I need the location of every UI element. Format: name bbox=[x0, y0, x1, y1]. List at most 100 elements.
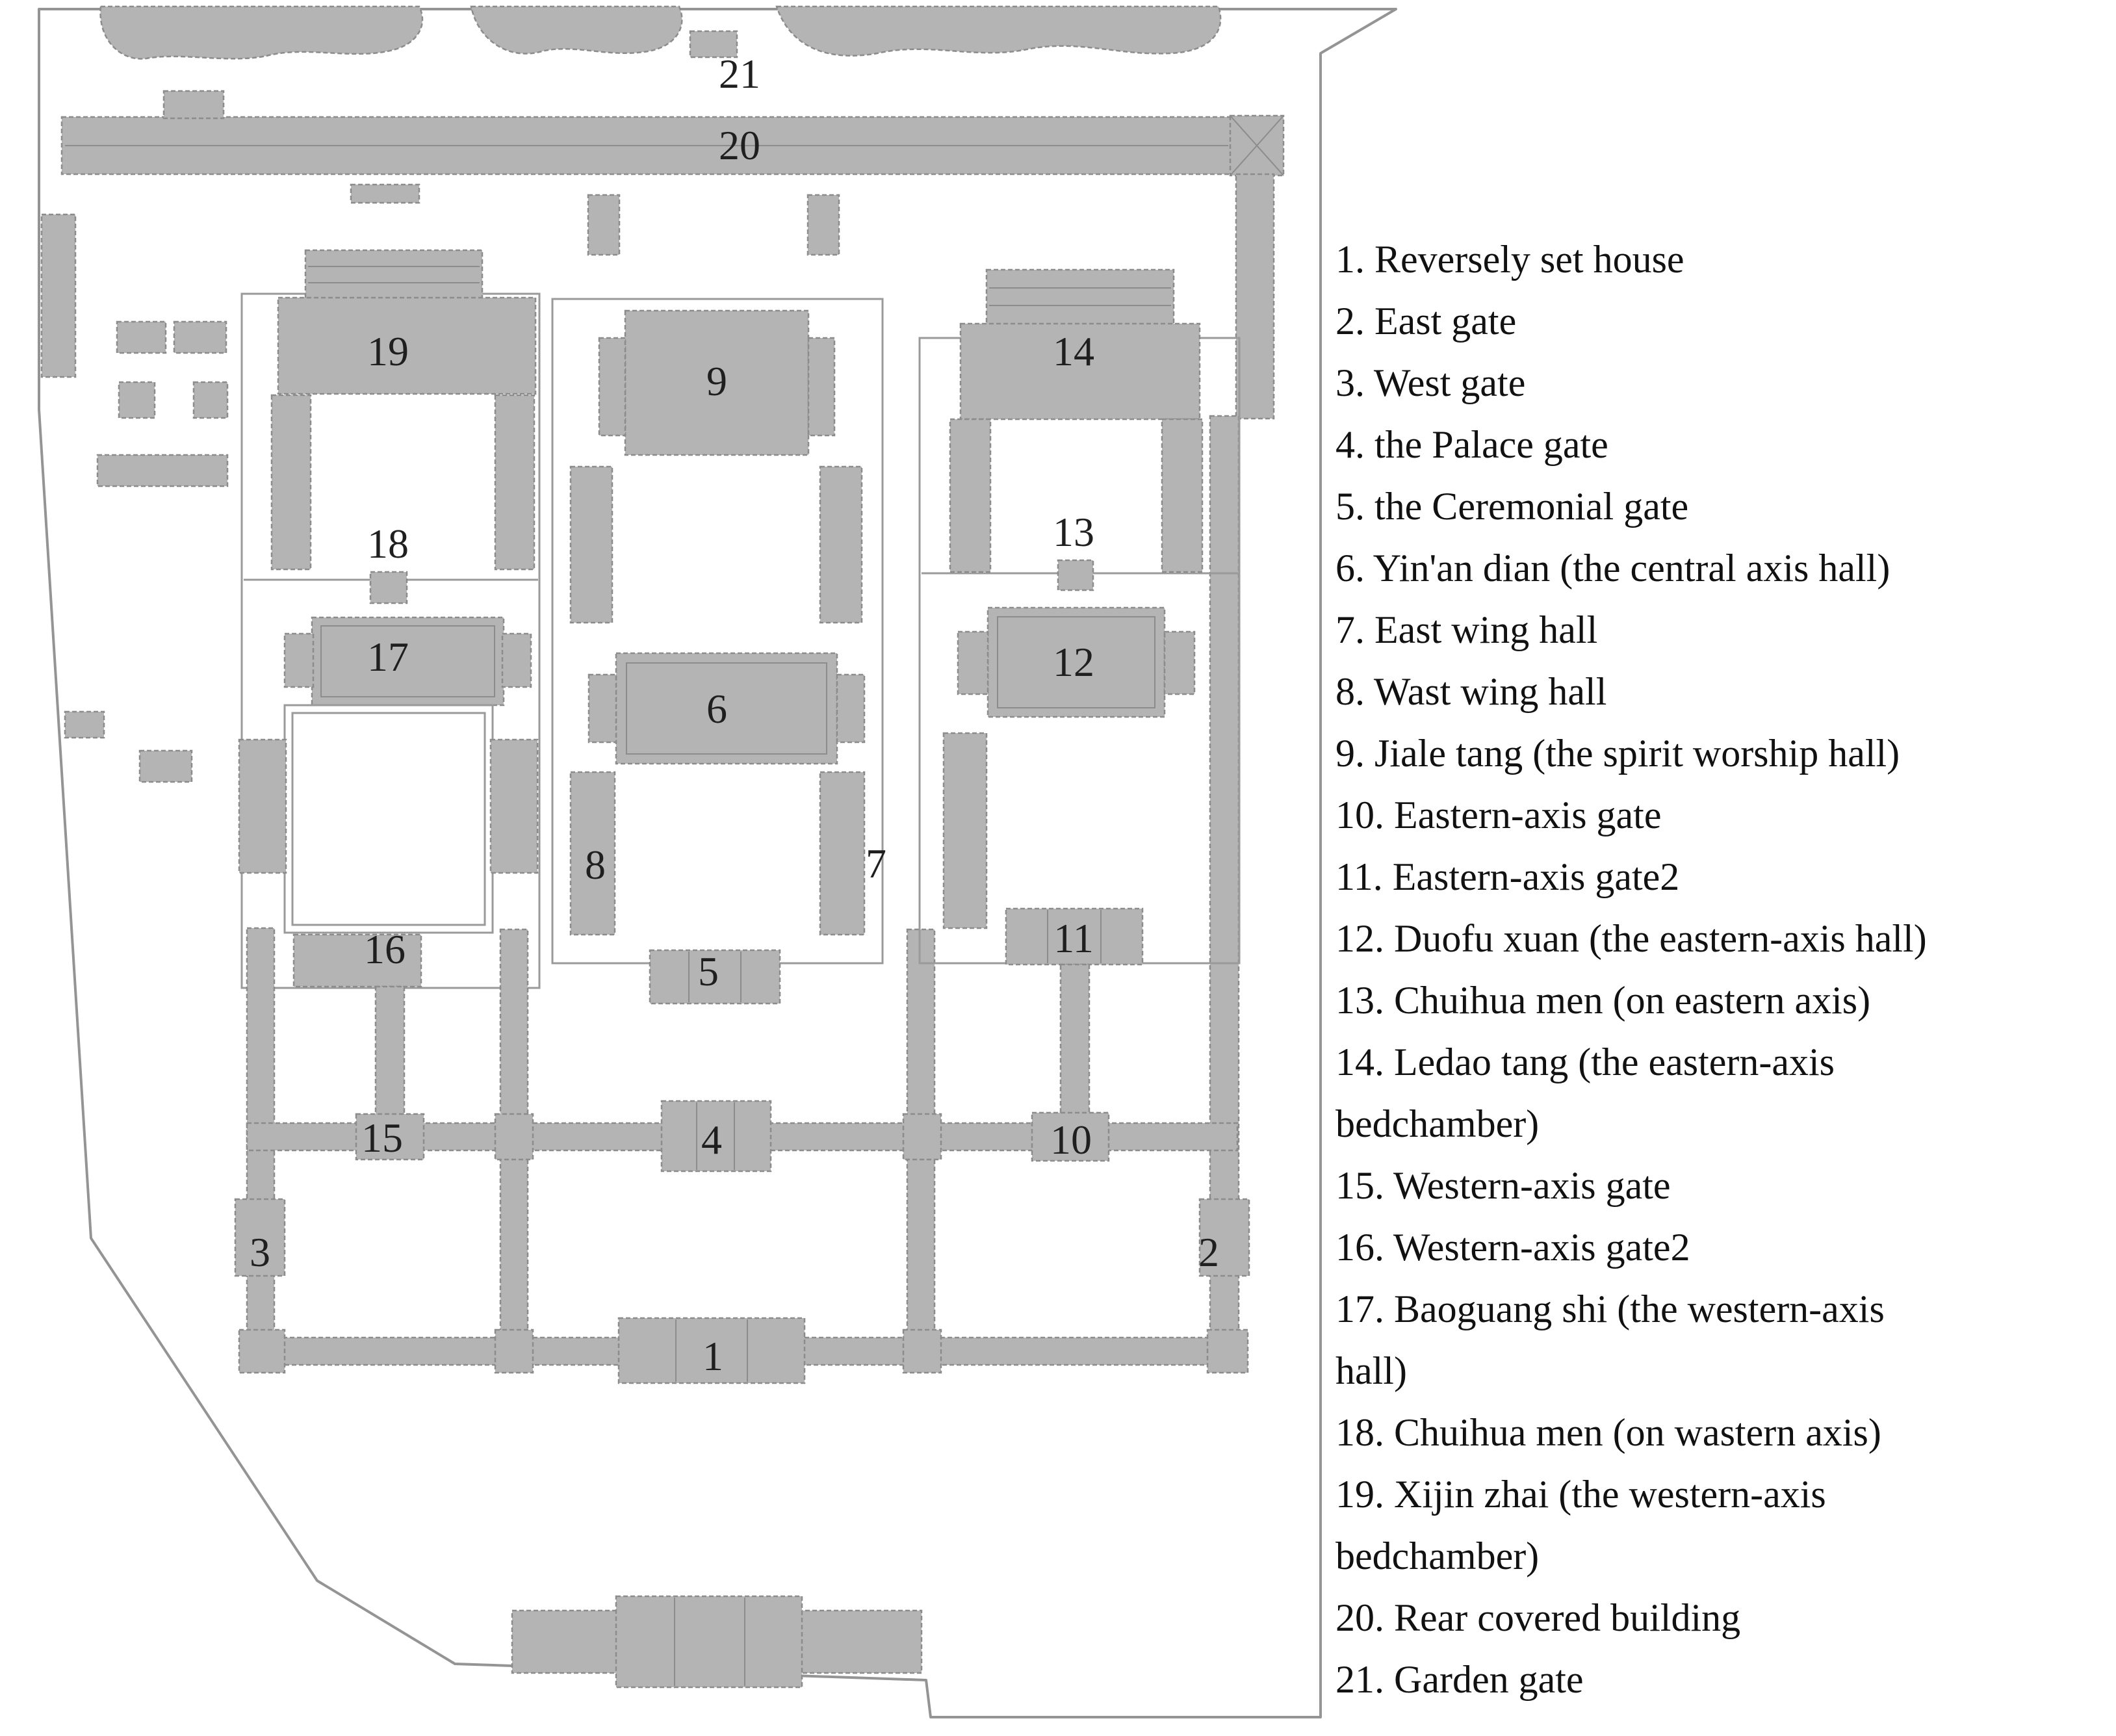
property-boundary bbox=[38, 8, 1397, 1718]
eastern-wing bbox=[949, 418, 992, 573]
western-side-hall bbox=[238, 738, 287, 874]
building-5-ceremonial-gate bbox=[649, 949, 781, 1005]
building-6-side-tab bbox=[587, 673, 617, 744]
legend-line: 13. Chuihua men (on eastern axis) bbox=[1335, 979, 1871, 1022]
building-7-east-wing-hall bbox=[819, 771, 866, 936]
building-9-side-tab bbox=[598, 337, 626, 437]
outbuilding bbox=[138, 749, 193, 783]
legend-line: 9. Jiale tang (the spirit worship hall) bbox=[1335, 732, 1900, 775]
outbuilding bbox=[96, 454, 229, 487]
rockery-shape bbox=[99, 5, 424, 60]
legend-line: hall) bbox=[1335, 1349, 1407, 1392]
western-courtyard bbox=[283, 704, 494, 934]
small-annex bbox=[162, 90, 225, 120]
south-approach-center-block bbox=[615, 1595, 803, 1689]
corner-hip-line bbox=[1230, 115, 1284, 176]
building-8-west-wing-hall bbox=[569, 771, 616, 936]
legend: 1. Reversely set house 2. East gate 3. W… bbox=[1335, 229, 2112, 1711]
building-3-west-gate bbox=[234, 1198, 286, 1277]
central-corridor bbox=[819, 465, 863, 624]
building-17-side-tab bbox=[283, 632, 315, 688]
building-15-western-axis-gate bbox=[355, 1113, 425, 1161]
plan-label-4: 4 bbox=[701, 1117, 722, 1163]
building-12-side-tab bbox=[957, 630, 989, 695]
outbuilding bbox=[192, 381, 229, 419]
western-wing bbox=[270, 394, 312, 571]
wall-junction bbox=[902, 1328, 942, 1374]
small-annex bbox=[806, 194, 840, 256]
building-20-east-wing bbox=[1235, 173, 1275, 420]
western-side-hall bbox=[489, 738, 539, 874]
building-16-western-axis-gate2 bbox=[292, 933, 422, 988]
plan-label-17: 17 bbox=[367, 634, 409, 680]
legend-line: bedchamber) bbox=[1335, 1102, 1540, 1145]
legend-line: 4. the Palace gate bbox=[1335, 423, 1608, 466]
legend-line: 11. Eastern-axis gate2 bbox=[1335, 855, 1680, 898]
floor-plan: 21 20 19 18 17 16 15 3 9 6 8 7 5 4 1 14 … bbox=[38, 5, 1397, 1718]
plan-label-21: 21 bbox=[719, 51, 760, 97]
legend-line: 19. Xijin zhai (the western-axis bbox=[1335, 1473, 1826, 1516]
plan-label-15: 15 bbox=[361, 1115, 403, 1161]
legend-line: 6. Yin'an dian (the central axis hall) bbox=[1335, 547, 1890, 589]
wall-junction bbox=[494, 1328, 534, 1374]
building-4-palace-gate bbox=[660, 1100, 772, 1172]
outbuilding bbox=[116, 320, 167, 354]
legend-line: 7. East wing hall bbox=[1335, 608, 1598, 651]
plan-label-20: 20 bbox=[719, 122, 760, 168]
wall-junction bbox=[238, 1328, 286, 1374]
building-12-duofu-xuan bbox=[987, 606, 1166, 718]
building-17-baoguang-shi bbox=[311, 616, 505, 706]
legend-line: 8. Wast wing hall bbox=[1335, 670, 1607, 713]
building-6-side-tab bbox=[836, 673, 866, 744]
rockery-shape bbox=[775, 5, 1222, 57]
wall-junction bbox=[1206, 1328, 1249, 1374]
corridor bbox=[374, 985, 406, 1126]
plan-label-7: 7 bbox=[866, 840, 886, 887]
legend-line: 5. the Ceremonial gate bbox=[1335, 485, 1689, 528]
legend-line: 20. Rear covered building bbox=[1335, 1596, 1741, 1639]
plan-label-6: 6 bbox=[706, 686, 727, 732]
building-17-side-tab bbox=[501, 632, 532, 688]
legend-line: bedchamber) bbox=[1335, 1535, 1540, 1577]
building-21-garden-gate bbox=[689, 30, 738, 58]
plan-label-5: 5 bbox=[698, 948, 719, 994]
legend-line: 10. Eastern-axis gate bbox=[1335, 794, 1662, 836]
western-courtyard-inner bbox=[291, 712, 486, 926]
legend-line: 3. West gate bbox=[1335, 361, 1526, 404]
building-13-chuihua-men-east bbox=[1057, 559, 1094, 591]
plan-label-10: 10 bbox=[1050, 1117, 1092, 1163]
plan-label-2: 2 bbox=[1198, 1229, 1219, 1275]
legend-line: 17. Baoguang shi (the western-axis bbox=[1335, 1288, 1885, 1330]
outbuilding bbox=[173, 320, 227, 354]
plan-label-18: 18 bbox=[367, 521, 409, 567]
plan-label-11: 11 bbox=[1053, 915, 1094, 961]
small-annex bbox=[587, 194, 621, 256]
outbuilding bbox=[64, 710, 105, 739]
legend-line: 15. Western-axis gate bbox=[1335, 1164, 1671, 1207]
wall-junction bbox=[902, 1113, 942, 1161]
legend-line: 21. Garden gate bbox=[1335, 1658, 1584, 1701]
building-10-eastern-axis-gate bbox=[1031, 1111, 1110, 1162]
building-14-ledao-tang bbox=[959, 322, 1201, 421]
outbuilding bbox=[118, 381, 156, 419]
outbuilding bbox=[40, 213, 77, 378]
eastern-side-hall bbox=[942, 732, 988, 929]
plan-label-12: 12 bbox=[1053, 639, 1094, 685]
plan-label-1: 1 bbox=[703, 1333, 723, 1379]
legend-line: 16. Western-axis gate2 bbox=[1335, 1226, 1690, 1269]
building-1-reversely-set-house bbox=[617, 1317, 806, 1384]
eastern-wing bbox=[1161, 418, 1204, 573]
legend-line: 1. Reversely set house bbox=[1335, 238, 1684, 281]
legend-line: 12. Duofu xuan (the eastern-axis hall) bbox=[1335, 917, 1927, 960]
wall-junction bbox=[494, 1113, 534, 1161]
legend-line: 2. East gate bbox=[1335, 300, 1517, 343]
plan-label-8: 8 bbox=[585, 842, 606, 888]
building-12-side-tab bbox=[1163, 630, 1196, 695]
small-annex bbox=[350, 183, 420, 204]
building-2-east-gate bbox=[1198, 1198, 1250, 1277]
central-corridor bbox=[569, 465, 613, 624]
building-9-jiale-tang bbox=[624, 309, 810, 456]
building-12-inner-line bbox=[997, 616, 1155, 708]
plan-label-13: 13 bbox=[1053, 509, 1094, 555]
legend-line: 14. Ledao tang (the eastern-axis bbox=[1335, 1041, 1835, 1083]
